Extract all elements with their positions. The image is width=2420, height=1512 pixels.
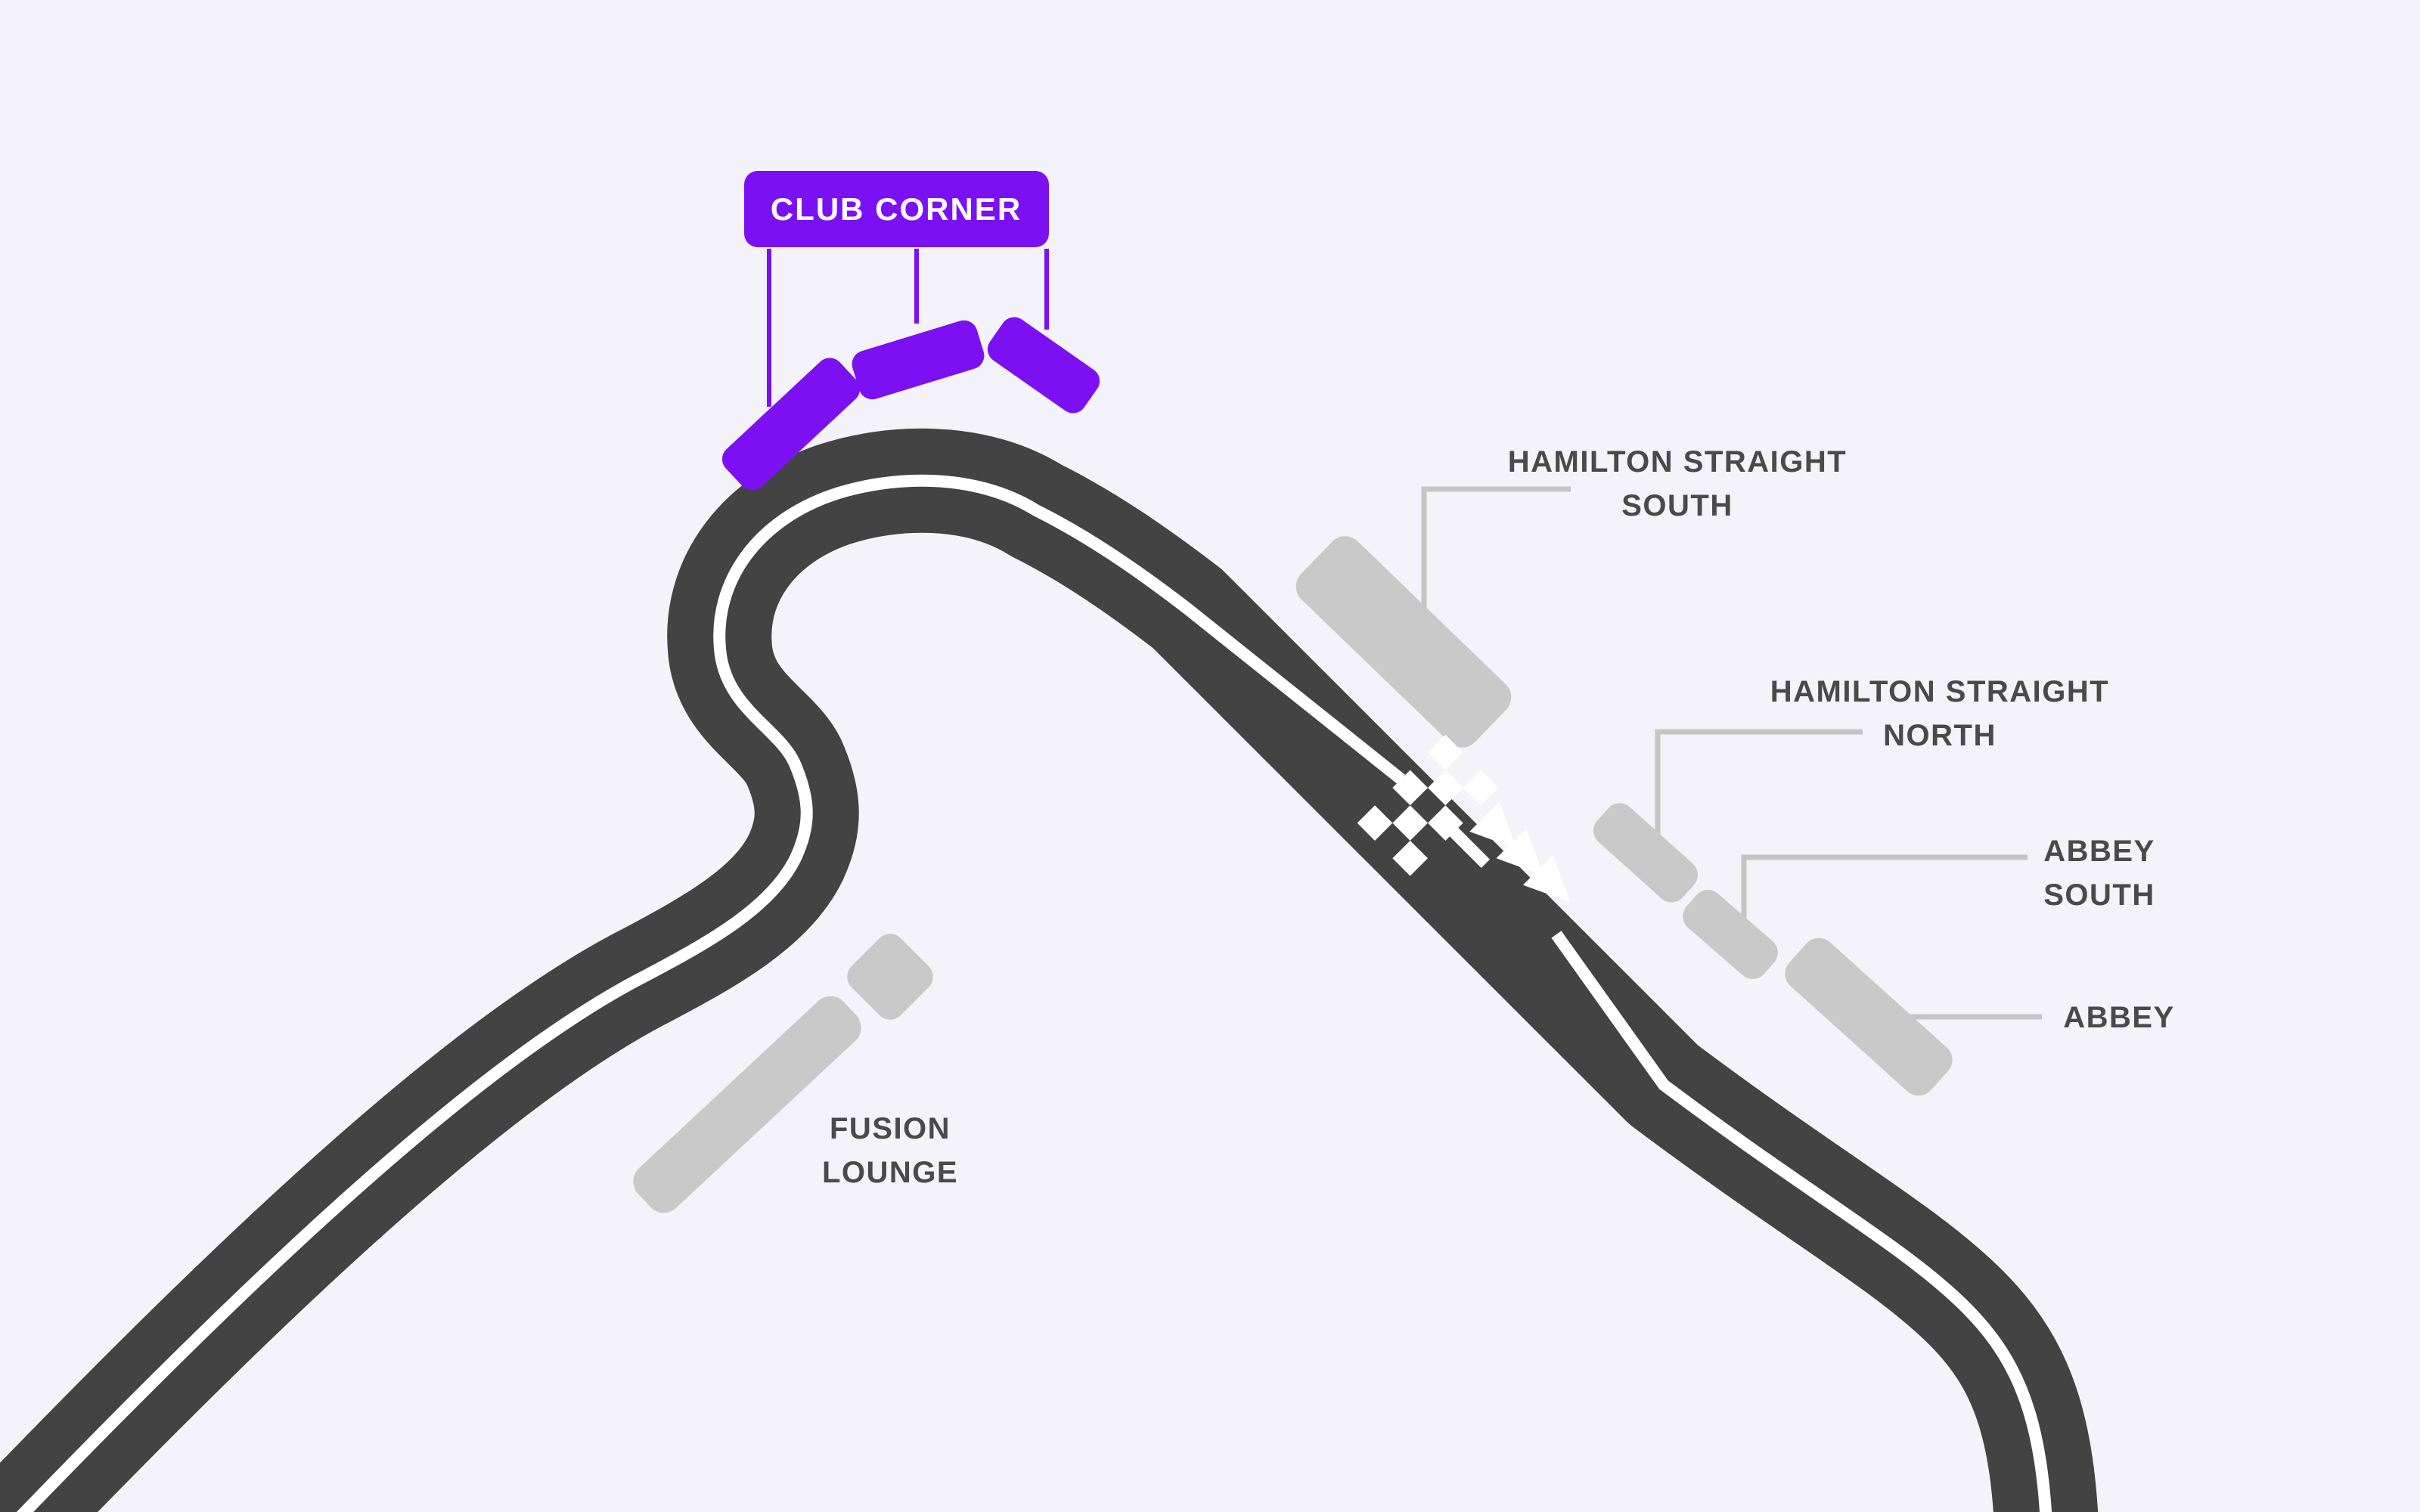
- grandstands: [625, 528, 1959, 1220]
- club-corner-stand-right[interactable]: [982, 311, 1105, 418]
- direction-arrow-icon: [1469, 801, 1517, 849]
- grandstand-abbey-south[interactable]: [1677, 884, 1784, 986]
- club-corner-group: CLUB CORNER: [716, 171, 1105, 496]
- club-corner-label: CLUB CORNER: [771, 191, 1022, 227]
- direction-arrows: [1469, 801, 1571, 903]
- label-hamilton-straight-south-line2: SOUTH: [1621, 489, 1733, 522]
- leader-lines: [1421, 486, 2042, 1020]
- race-track-road: [0, 428, 2099, 1512]
- leader-abbey-south: [1741, 854, 2028, 920]
- label-hamilton-straight-south-line1: HAMILTON STRAIGHT: [1508, 445, 1847, 479]
- grandstand-hamilton-straight-north[interactable]: [1587, 797, 1704, 909]
- label-abbey: ABBEY: [2063, 1001, 2175, 1034]
- grandstand-fusion-lounge-small[interactable]: [841, 928, 939, 1026]
- grandstand-hamilton-straight-south[interactable]: [1289, 528, 1519, 754]
- club-corner-stand-left[interactable]: [716, 352, 865, 496]
- leader-hamilton-straight-south: [1421, 486, 1571, 610]
- label-hamilton-straight-north-line2: NORTH: [1883, 719, 1996, 752]
- leader-hamilton-straight-north: [1655, 729, 1863, 842]
- label-abbey-south-line2: SOUTH: [2043, 878, 2155, 912]
- stand-labels: HAMILTON STRAIGHT SOUTH HAMILTON STRAIGH…: [822, 445, 2175, 1189]
- track-center-line-lower: [1551, 931, 2052, 1512]
- label-fusion-lounge-line1: FUSION: [830, 1112, 951, 1145]
- direction-arrow-icon: [1496, 828, 1544, 875]
- label-hamilton-straight-north-line1: HAMILTON STRAIGHT: [1770, 675, 2109, 708]
- club-corner-stand-middle[interactable]: [849, 317, 988, 402]
- grandstand-fusion-lounge-main[interactable]: [625, 989, 868, 1220]
- center-line-dash: [1446, 824, 1491, 869]
- direction-arrow-icon: [1522, 855, 1571, 903]
- grandstand-abbey[interactable]: [1778, 931, 1959, 1103]
- club-corner-button[interactable]: [744, 171, 1049, 247]
- label-abbey-south-line1: ABBEY: [2043, 835, 2155, 868]
- label-fusion-lounge-line2: LOUNGE: [822, 1156, 958, 1189]
- club-corner-connectors: [767, 249, 1049, 407]
- track-center-line-upper: [16, 474, 1405, 1512]
